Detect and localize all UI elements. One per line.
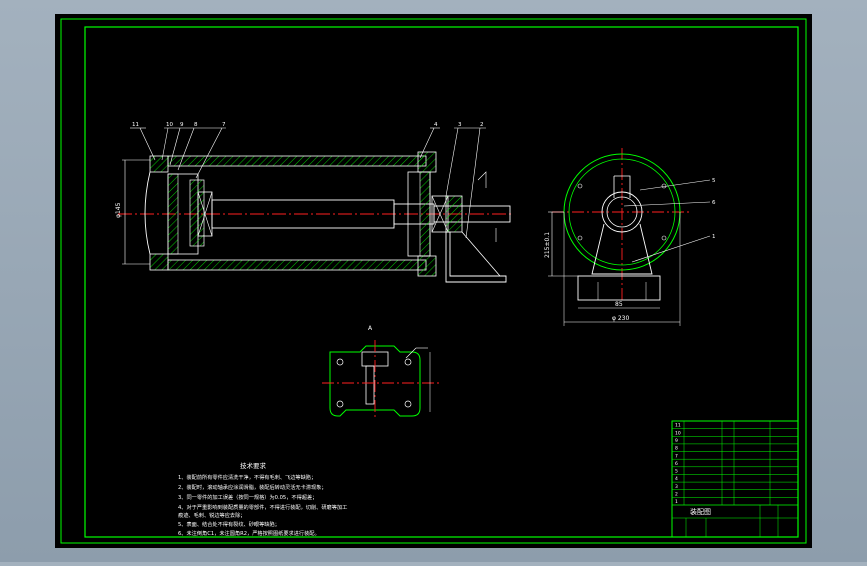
main-view-balloons [130,127,486,239]
drawing-frame [84,26,799,538]
part-number: 8 [675,446,678,452]
main-section-view: φ145 11 10 9 8 7 4 3 2 [115,122,512,283]
balloon-label: 2 [480,122,484,128]
part-number: 10 [675,430,681,436]
balloon-label: 6 [712,200,716,206]
balloon-label: 8 [194,122,198,128]
tech-notes-title: 技术要求 [240,461,267,470]
dimension-side-width: φ 230 [612,315,630,322]
tech-note-line: 2、装配时，滚动轴承应涂润滑脂，装配后转动灵活无卡滞现象； [178,483,327,491]
dimension-base-width: 85 [615,301,623,308]
part-number: 11 [675,423,681,429]
balloon-label: 5 [712,178,716,184]
technical-notes: 技术要求 1、装配前所有零件应清洗干净，不得有毛刺、飞边等缺陷； 2、装配时，滚… [178,461,347,537]
drawing-title: 装配图 [690,507,711,516]
tech-note-line: 5、表面、结合处不得有裂纹、砂眼等缺陷； [178,520,280,528]
tech-note-line: 3、同一零件的加工误差（按同一规格）为0.05，不得超差； [178,493,317,501]
part-number: 3 [675,484,678,490]
balloon-label: 10 [166,122,173,128]
sheet-border [60,18,807,544]
detail-view-a: A [322,325,440,420]
drawing-sheet [55,14,812,548]
tech-note-line: 1、装配前所有零件应清洗干净，不得有毛刺、飞边等缺陷； [178,473,316,481]
part-number: 1 [675,499,678,505]
balloon-label: 4 [434,122,438,128]
side-view: 215±0.1 φ 230 85 5 6 1 [544,148,716,326]
balloon-label: 9 [180,122,184,128]
part-number: 5 [675,469,678,475]
part-number: 6 [675,461,678,467]
part-number: 2 [675,491,678,497]
tech-note-line: 6、未注倒角C1，未注圆角R2，严格按照图纸要求进行装配。 [178,529,320,537]
part-number: 7 [675,453,678,459]
balloon-label: 3 [458,122,462,128]
balloon-label: 11 [132,122,139,128]
section-label: A [368,325,373,332]
part-number: 4 [675,476,678,482]
balloon-label: 7 [222,122,226,128]
tech-note-line: 4、对于严重影响到装配质量的零部件，不得进行装配，切削、研磨等加工 [178,503,347,511]
tech-note-line: 痕迹、毛刺、锐边等应去除； [178,511,245,519]
balloon-label: 1 [712,234,716,240]
dimension-left-diameter: φ145 [115,202,122,218]
dimension-side-height: 215±0.1 [544,232,551,258]
part-number: 9 [675,438,678,444]
